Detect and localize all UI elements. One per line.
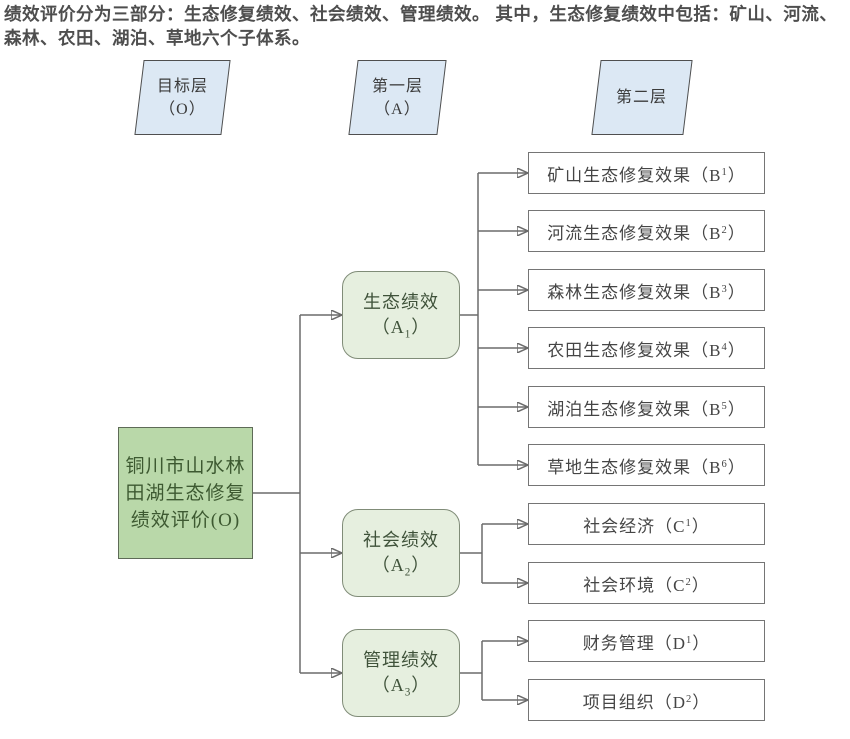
layer-first-line2: （A） [374,100,421,118]
node-a3-code: （A3） [371,675,431,699]
node-a3-title: 管理绩效 [363,650,439,670]
layer-first-label: 第一层 （A） [372,75,423,121]
node-a2: 社会绩效 （A2） [342,509,460,597]
root-node: 铜川市山水林 田湖生态修复 绩效评价(O) [118,427,253,559]
root-line2: 田湖生态修复 [125,482,246,504]
node-a1: 生态绩效 （A1） [342,271,460,359]
layer-parallelogram-second: 第二层 [591,60,693,135]
layer-goal-line2: （O） [159,100,206,118]
node-a1-code: （A1） [371,317,431,341]
node-a2-code: （A2） [371,555,431,579]
node-a2-title: 社会绩效 [363,530,439,550]
node-a3: 管理绩效 （A3） [342,629,460,717]
root-line3: 绩效评价(O) [130,509,241,531]
node-a1-title: 生态绩效 [363,292,439,312]
root-line1: 铜川市山水林 [125,455,246,477]
layer-second-line1: 第二层 [616,89,668,106]
layer-second-label: 第二层 [616,86,667,109]
layer-goal-line1: 目标层 [156,77,208,95]
intro-text: 绩效评价分为三部分：生态修复绩效、社会绩效、管理绩效。 其中，生态修复绩效中包括… [4,4,838,48]
layer-parallelogram-first: 第一层 （A） [348,60,447,135]
layer-first-line1: 第一层 [371,77,423,95]
layer-parallelogram-goal: 目标层 （O） [134,60,231,135]
layer-goal-label: 目标层 （O） [157,75,208,121]
